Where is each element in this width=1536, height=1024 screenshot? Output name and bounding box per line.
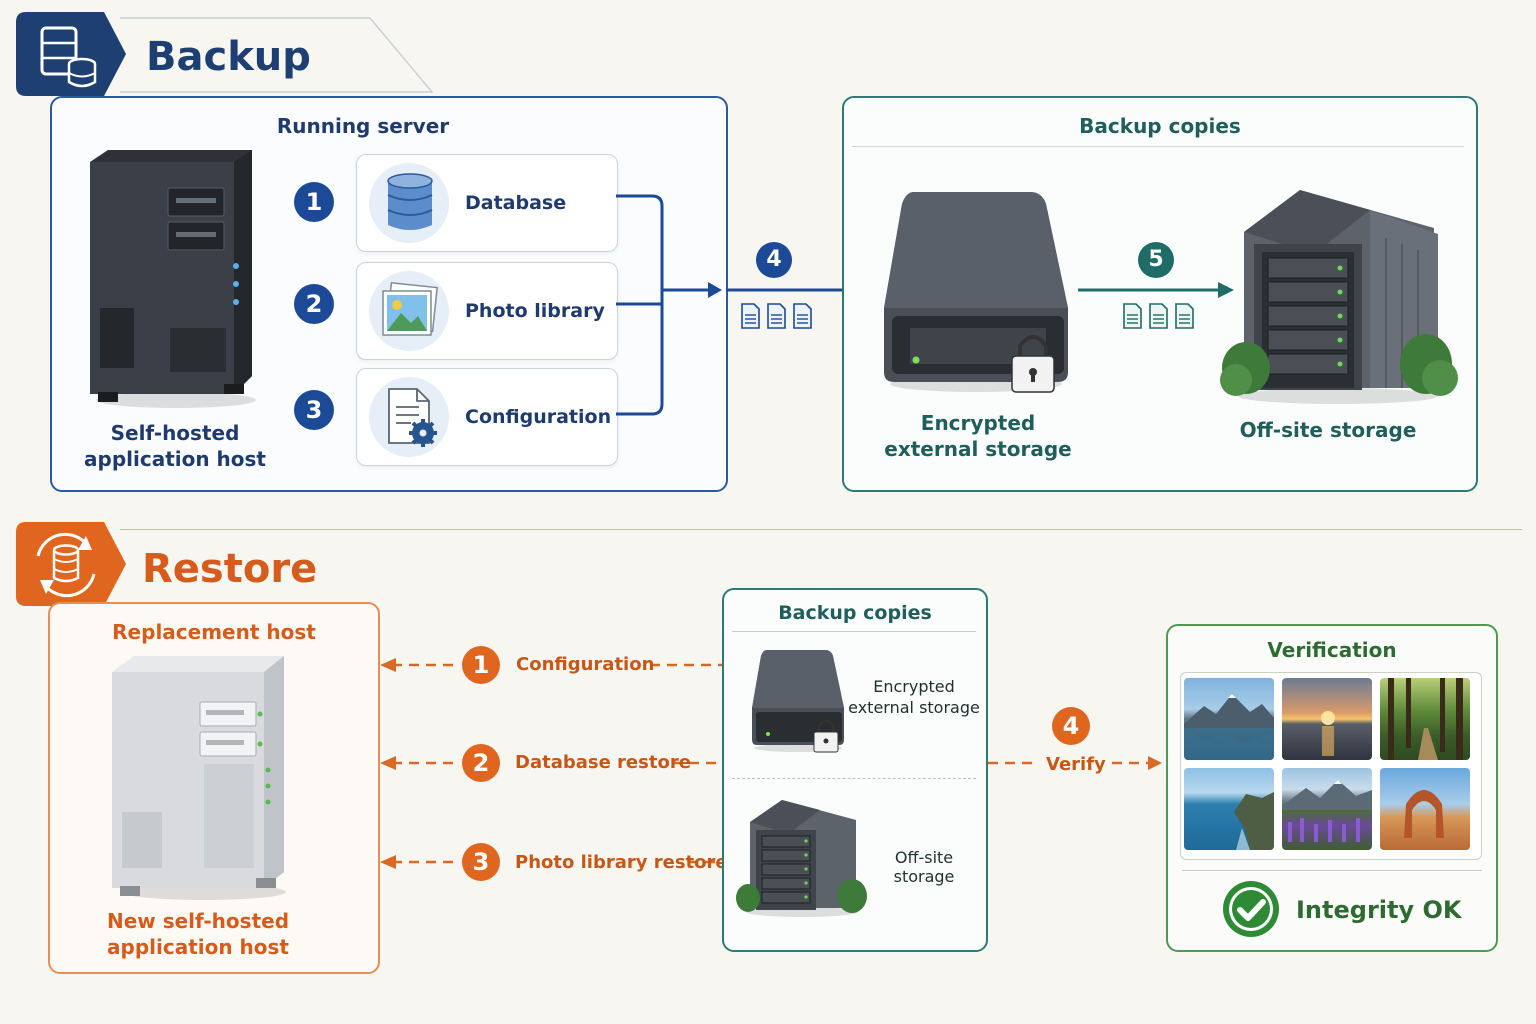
backup-merge-connector <box>616 194 870 416</box>
running-server-title: Running server <box>276 114 450 138</box>
database-dump-card: Database dump <box>356 154 618 310</box>
photo-desert-arch <box>1380 768 1470 850</box>
verify-step-label: Verify <box>1046 754 1106 775</box>
photo-lupine-mountains <box>1282 768 1372 850</box>
verify-step-badge: 4 <box>1052 707 1090 745</box>
self-hosted-host-label: Self-hosted application host <box>84 421 266 471</box>
backup-copies-title: Backup copies <box>1079 114 1241 138</box>
backup-step-1-badge: 1 <box>294 182 334 222</box>
offsite-step-badge: 5 <box>1138 242 1174 278</box>
verification-title: Verification <box>1267 638 1397 662</box>
restore-offsite-label: Off-site storage <box>893 848 955 886</box>
backup-section-title: Backup <box>146 34 311 80</box>
photo-library-card: Photo library <box>356 262 618 360</box>
restore-copies-title: Backup copies <box>778 602 932 624</box>
offsite-storage-label: Off-site storage <box>1239 418 1417 442</box>
backup-step-3-badge: 3 <box>294 390 334 430</box>
offsite-storage-shed-icon <box>1220 190 1458 404</box>
restore-step-1-badge: 1 <box>462 646 500 684</box>
restore-step-1-label: Configuration <box>516 654 655 675</box>
server-tower-icon <box>90 150 256 408</box>
photo-ocean-cliffs <box>1184 768 1274 850</box>
backup-step-2-badge: 2 <box>294 284 334 324</box>
photo-mountain-lake <box>1184 678 1274 760</box>
backup-files-icon <box>741 303 812 329</box>
check-icon <box>1223 881 1279 937</box>
new-host-label: New self-hosted application host <box>106 909 290 959</box>
restore-offsite-shed-icon <box>736 800 867 917</box>
backup-badge-icon <box>16 12 126 96</box>
database-icon <box>387 173 433 230</box>
encrypted-drive-icon <box>884 192 1068 393</box>
configuration-card: Configuration <box>356 368 618 466</box>
offsite-arrow <box>1078 282 1234 298</box>
restore-step-3-label: Photo library restore <box>515 852 728 873</box>
restore-badge-icon <box>16 522 126 606</box>
section-divider <box>120 529 1522 530</box>
photo-library-label: Photo library <box>465 300 605 322</box>
restore-copies-mid-divider <box>732 778 976 779</box>
verification-divider <box>1182 870 1482 871</box>
restore-dashed-arrows <box>380 658 1162 869</box>
restore-step-3-badge: 3 <box>462 843 500 881</box>
config-file-icon <box>388 388 437 447</box>
copies-title-divider <box>852 146 1464 147</box>
configuration-label: Configuration <box>465 406 612 428</box>
offsite-files-icon <box>1123 303 1194 329</box>
encrypted-storage-label: Encrypted external storage <box>884 411 1072 461</box>
photo-forest-path <box>1380 678 1470 760</box>
backup-header-tab <box>120 17 434 93</box>
restore-section-title: Restore <box>142 546 318 592</box>
photo-icon <box>382 281 438 336</box>
integrity-status: Integrity OK <box>1296 896 1462 924</box>
replacement-host-title: Replacement host <box>112 620 316 644</box>
restore-encrypted-label: Encrypted external storage <box>848 677 980 717</box>
photo-sunset-lake <box>1282 678 1372 760</box>
restore-encrypted-drive-icon <box>752 650 844 753</box>
restore-copies-divider <box>732 631 976 632</box>
transfer-step-badge: 4 <box>756 242 792 278</box>
replacement-server-icon <box>112 656 286 900</box>
restore-step-2-badge: 2 <box>462 744 500 782</box>
restore-step-2-label: Database restore <box>515 752 691 773</box>
